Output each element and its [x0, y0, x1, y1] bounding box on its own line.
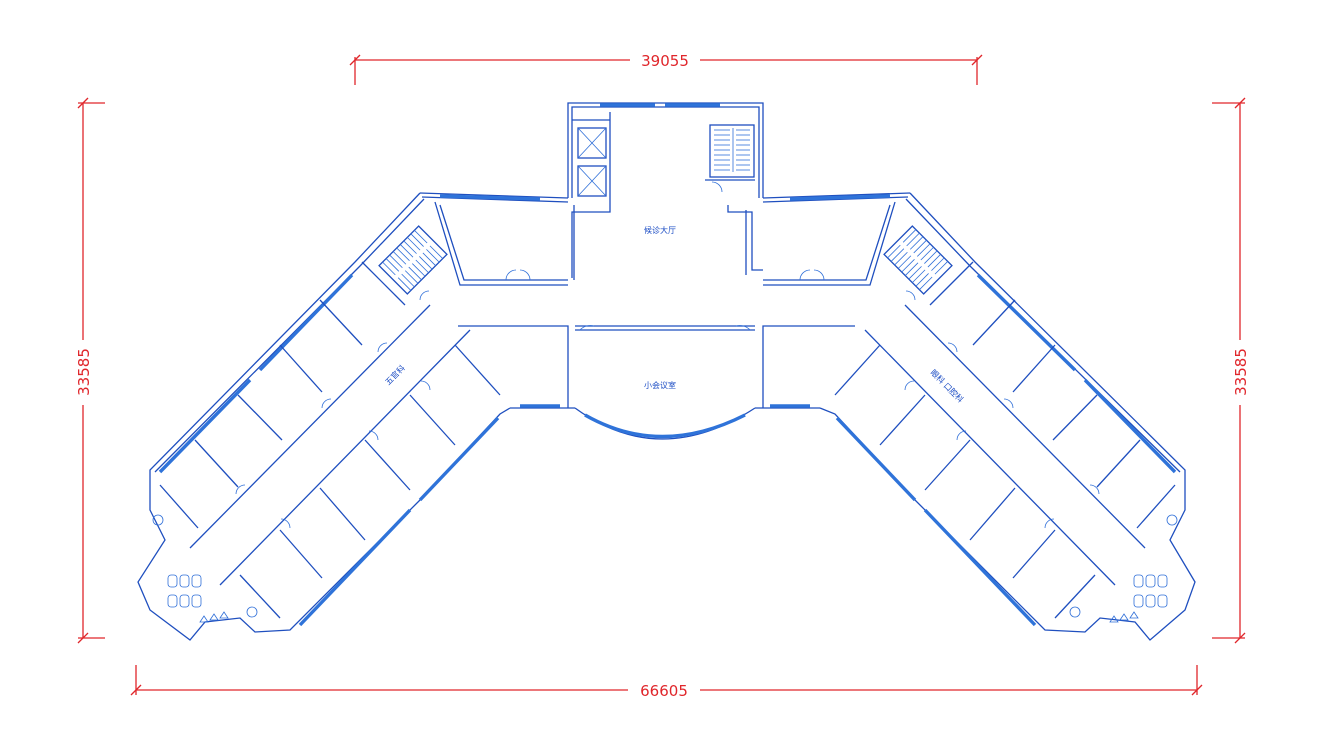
- left-wing[interactable]: 五官科: [137, 192, 511, 641]
- dimension-top: 39055: [349, 52, 983, 85]
- dimension-left-label: 33585: [75, 348, 93, 396]
- right-upper-rooms: [762, 192, 911, 286]
- central-hall: 小会议室: [458, 325, 855, 440]
- dimension-right-label: 33585: [1232, 348, 1250, 396]
- dimension-left: 33585: [75, 97, 105, 644]
- dimension-right: 33585: [1212, 97, 1250, 644]
- central-block: 候诊大厅: [567, 102, 764, 280]
- dimension-bottom: 66605: [130, 665, 1203, 700]
- left-upper-rooms: [419, 192, 569, 286]
- lobby-label: 候诊大厅: [644, 225, 676, 235]
- dimension-top-label: 39055: [641, 52, 689, 70]
- left-wing-label: 五官科: [383, 363, 407, 387]
- right-wing-label: 眼科 口腔科: [929, 367, 966, 404]
- right-wing[interactable]: 眼科 口腔科: [819, 192, 1196, 641]
- dimension-bottom-label: 66605: [640, 682, 688, 700]
- hall-label: 小会议室: [644, 380, 676, 390]
